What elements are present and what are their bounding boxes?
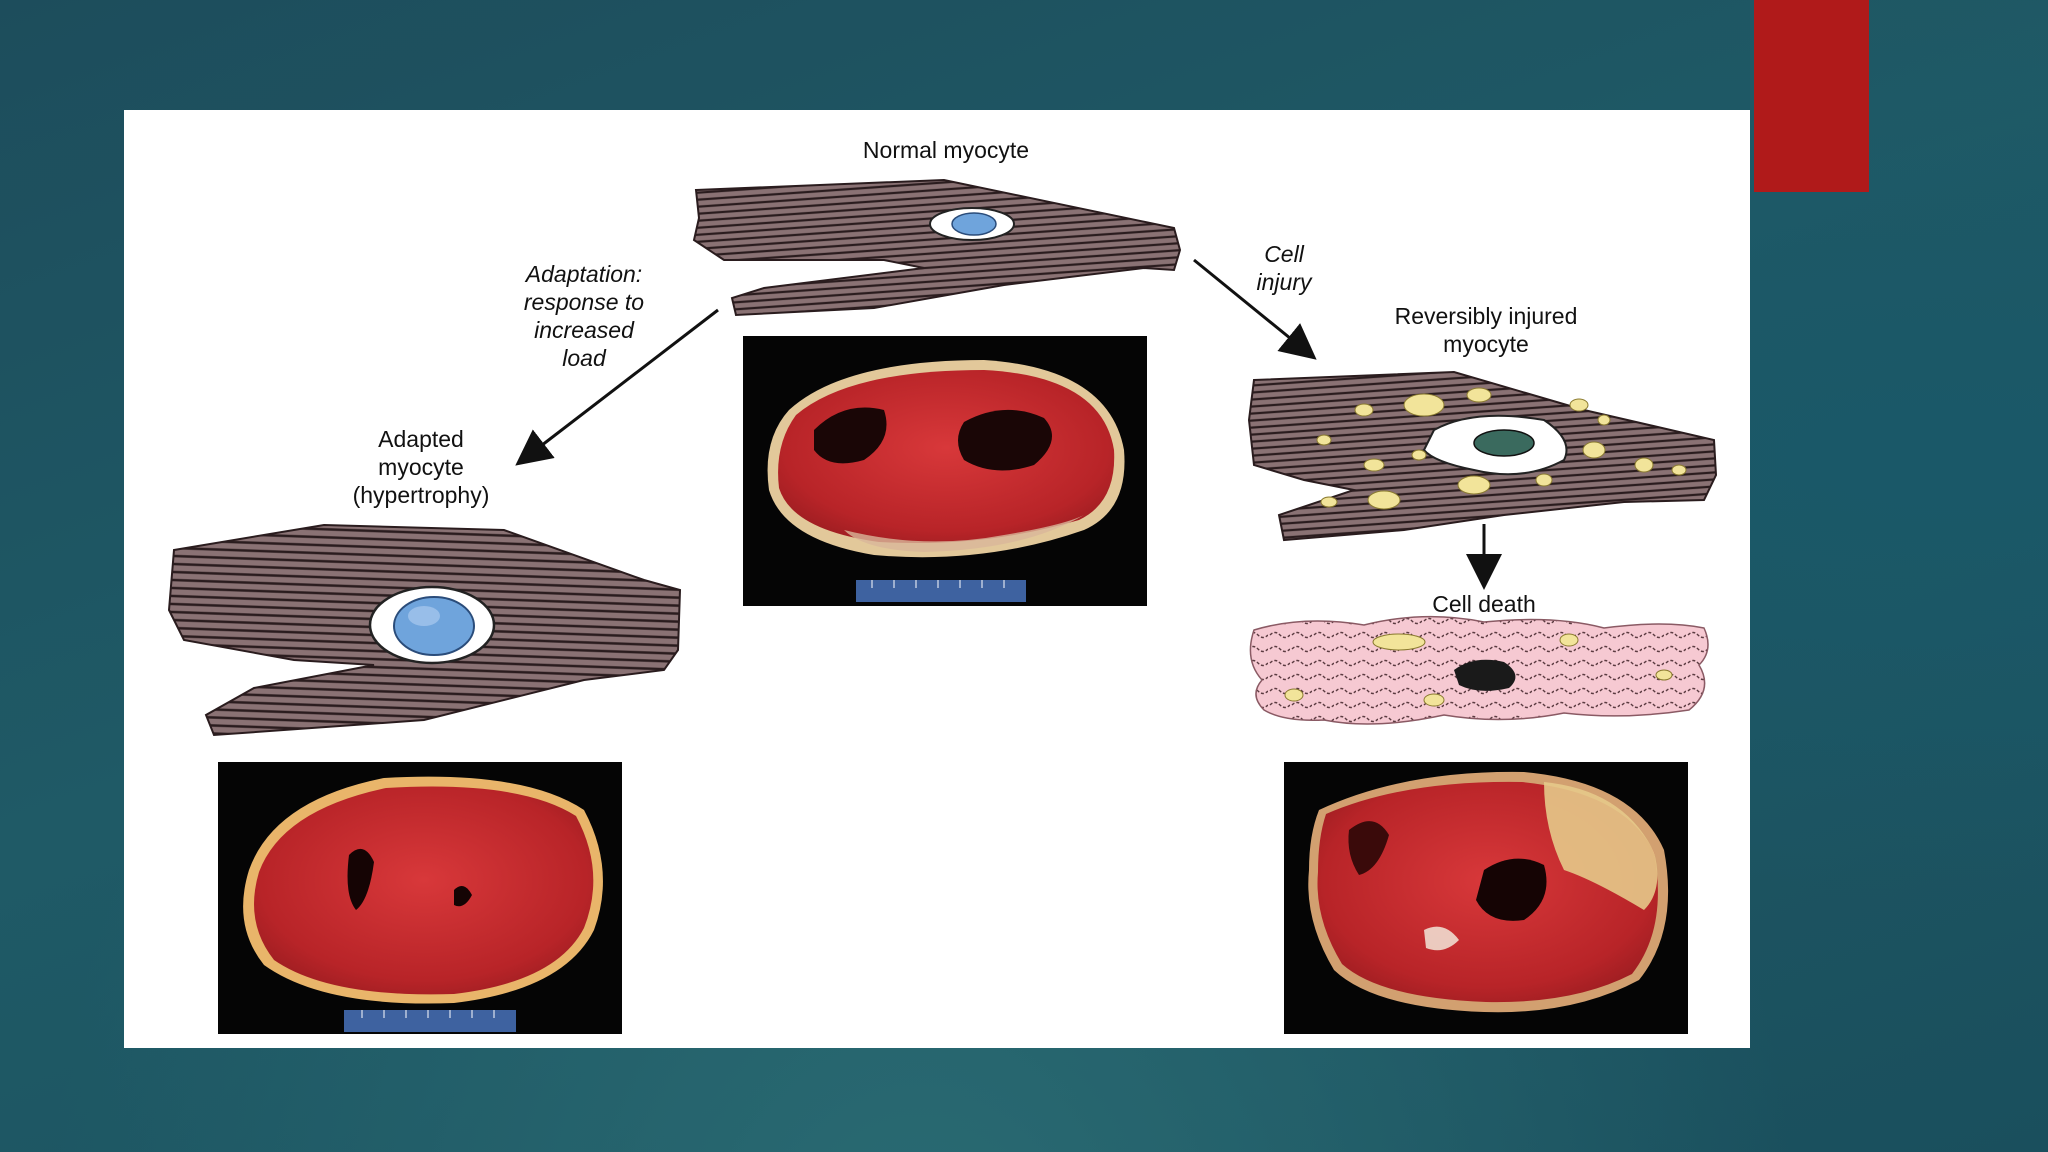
adaptation-label-line: load: [562, 345, 606, 371]
diagram-drawing: [167, 178, 1718, 1034]
cell-death-label: Cell death: [1432, 591, 1536, 617]
reversibly-injured-label: Reversibly injured myocyte: [1395, 302, 1578, 358]
normal-myocyte-cell: [692, 178, 1182, 317]
adaptation-label-line: increased: [534, 317, 634, 343]
normal-heart-photo: [743, 336, 1147, 606]
adaptation-label-line: response to: [523, 289, 645, 315]
adaptation-label: Adaptation: response to increased load: [524, 260, 644, 372]
figure-panel: Normal myocyte Adaptation: response to i…: [124, 110, 1750, 1048]
adaptation-label-line: Adaptation:: [525, 261, 643, 287]
adapted-myocyte-label: Adapted myocyte (hypertrophy): [353, 425, 490, 509]
adapted-myocyte-cell: [167, 523, 682, 737]
arrow-to-injured: [1193, 258, 1317, 360]
reversibly-injured-myocyte-cell: [1247, 370, 1718, 542]
cell-injury-label-line: injury: [1256, 269, 1312, 295]
cell-injury-label-line: Cell: [1264, 241, 1304, 267]
hypertrophy-heart-photo: [218, 762, 622, 1034]
reversibly-injured-label-line: myocyte: [1443, 331, 1529, 357]
slide-accent-bar: [1754, 0, 1869, 192]
normal-myocyte-label: Normal myocyte: [862, 137, 1030, 163]
infarct-heart-photo: [1284, 762, 1688, 1034]
cell-injury-label: Cell injury: [1257, 240, 1312, 296]
adapted-label-line: myocyte: [378, 454, 464, 480]
arrow-to-adapted: [515, 308, 719, 466]
adapted-label-line: Adapted: [378, 426, 464, 452]
dead-myocyte-cell: [1249, 615, 1709, 725]
reversibly-injured-label-line: Reversibly injured: [1394, 303, 1578, 329]
adapted-label-line: (hypertrophy): [352, 482, 490, 508]
